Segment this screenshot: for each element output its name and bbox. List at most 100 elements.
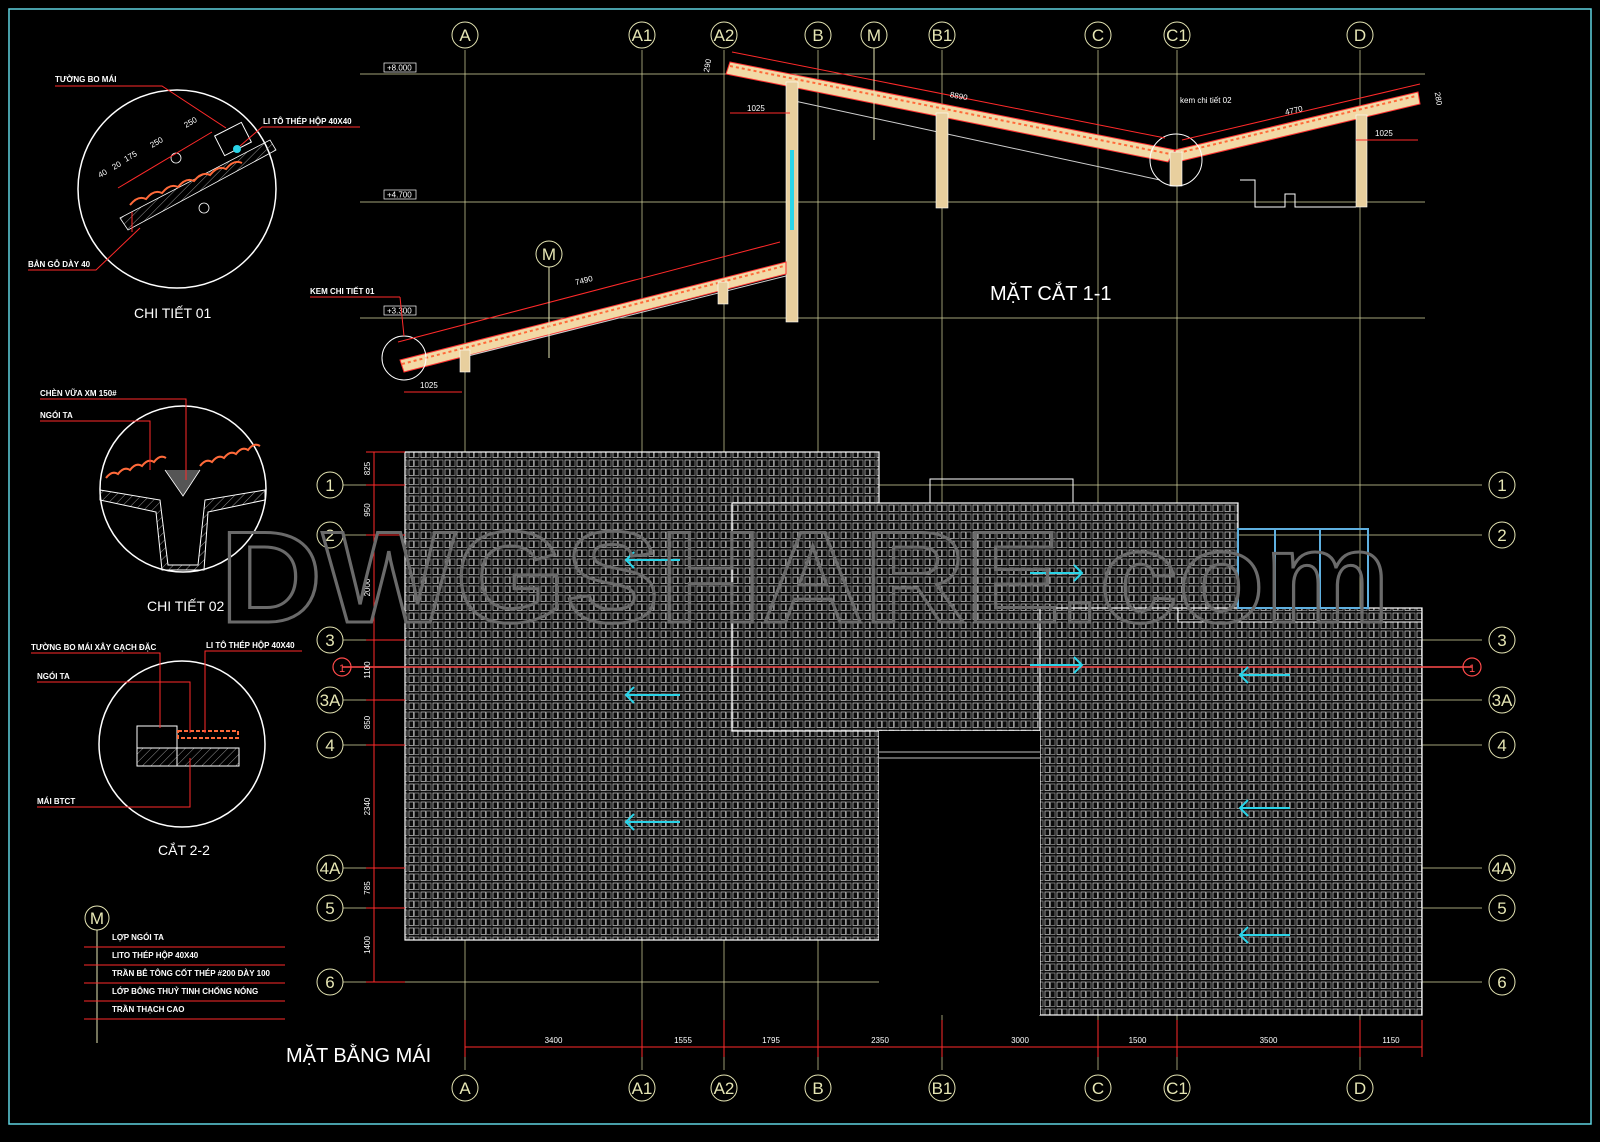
roof-underside-upper-left bbox=[789, 99, 1161, 181]
dim-line-7490 bbox=[397, 241, 781, 343]
grid-bubble-row-3-right bbox=[1488, 626, 1516, 654]
dim-x-label: 3400 bbox=[545, 1036, 563, 1045]
grid-label-b-bottom: B bbox=[812, 1079, 823, 1098]
legend-layer-1: LỢP NGÓI TA bbox=[112, 933, 164, 942]
slope-arrow-8 bbox=[1238, 926, 1290, 944]
detail-01-dim-250b: 250 bbox=[183, 115, 200, 130]
detail-01: 40 20 175 250 250 TƯỜNG BO MÁI LI TÔ THÉ… bbox=[28, 75, 360, 321]
cut22-slab bbox=[136, 747, 240, 767]
grid-label-row-4-right: 4 bbox=[1497, 736, 1506, 755]
grid-label-row-3a-right: 3A bbox=[1492, 691, 1513, 710]
dim-x-label: 1795 bbox=[762, 1036, 780, 1045]
grid-bubble-a-top bbox=[451, 21, 479, 49]
grid-bubble-b1-top bbox=[928, 21, 956, 49]
cut22-circle bbox=[98, 660, 266, 828]
grid-label-row-3a-left: 3A bbox=[320, 691, 341, 710]
marker-m-section-label: M bbox=[867, 26, 881, 45]
detail-01-slab bbox=[119, 139, 277, 231]
cut22-leader-tuong bbox=[31, 652, 161, 728]
detail-01-label-tuong: TƯỜNG BO MÁI bbox=[55, 75, 116, 84]
grid-label-b-top: B bbox=[812, 26, 823, 45]
detail-01-tag-2 bbox=[198, 202, 210, 214]
level-mid: +4.700 bbox=[387, 191, 412, 200]
dim-y-label: 785 bbox=[363, 881, 372, 895]
dim-1025-a: 1025 bbox=[747, 104, 765, 113]
grid-label-row-2-right: 2 bbox=[1497, 526, 1506, 545]
dim-4770: 4770 bbox=[1284, 104, 1304, 117]
dim-x-label: 3000 bbox=[1011, 1036, 1029, 1045]
dim-x-label: 3500 bbox=[1260, 1036, 1278, 1045]
dim-8890: 8890 bbox=[949, 90, 969, 102]
dim-1025-b: 1025 bbox=[1375, 129, 1393, 138]
grid-label-row-4-left: 4 bbox=[325, 736, 334, 755]
grid-label-row-2-left: 2 bbox=[325, 526, 334, 545]
grid-label-a2-bottom: A2 bbox=[714, 1079, 735, 1098]
dim-y-label: 950 bbox=[363, 503, 372, 517]
dim-y-label: 2340 bbox=[363, 797, 372, 815]
roof-tile-dashes-ur bbox=[1177, 95, 1417, 154]
slope-arrows bbox=[624, 551, 1290, 944]
grid-label-row-6-right: 6 bbox=[1497, 973, 1506, 992]
grid-label-row-1-right: 1 bbox=[1497, 476, 1506, 495]
cut22-leader-mai bbox=[37, 758, 191, 808]
detail-02-tiles-left bbox=[105, 455, 167, 479]
detail-01-label-lito: LI TÔ THÉP HỘP 40X40 bbox=[263, 117, 352, 126]
dim-7490: 7490 bbox=[574, 274, 594, 287]
dim-line-8890 bbox=[731, 51, 1166, 139]
grid-label-row-5-left: 5 bbox=[325, 899, 334, 918]
detail-01-dim-20: 20 bbox=[111, 159, 124, 172]
sheet-border bbox=[8, 8, 1592, 1125]
detail-01-leader-ban bbox=[28, 227, 141, 271]
label-kem-ct02: kem chi tiết 02 bbox=[1180, 96, 1232, 105]
grid-bubble-a2-top bbox=[710, 21, 738, 49]
cut-mark-left bbox=[332, 657, 352, 677]
detail-01-leader-lito bbox=[239, 126, 360, 147]
slope-arrow-5 bbox=[1030, 656, 1084, 674]
section-title: MẶT CẮT 1-1 bbox=[990, 281, 1112, 305]
level-tag-mid bbox=[383, 189, 417, 200]
grid-bubble-b-top bbox=[804, 21, 832, 49]
dim-y-label: 2000 bbox=[363, 578, 372, 596]
detail-02-leader-ngoi bbox=[40, 420, 151, 470]
grid-bubble-row-4a-right bbox=[1488, 854, 1516, 882]
detail-02-mortar bbox=[164, 469, 201, 497]
grid-label-row-5-right: 5 bbox=[1497, 899, 1506, 918]
column-a-low bbox=[459, 349, 471, 373]
legend-layer-5: TRẦN THẠCH CAO bbox=[112, 1004, 184, 1014]
grid-bubble-row-1-left bbox=[316, 471, 344, 499]
detail-02-leader-chen bbox=[40, 398, 187, 480]
grid-label-d-top: D bbox=[1354, 26, 1366, 45]
roof-block-right bbox=[1039, 607, 1423, 1016]
grid-label-row-6-left: 6 bbox=[325, 973, 334, 992]
grid-bubble-a2-bottom bbox=[710, 1074, 738, 1102]
slope-arrow-7 bbox=[1238, 799, 1290, 817]
grid-bubble-b-bottom bbox=[804, 1074, 832, 1102]
dim-y-label: 825 bbox=[363, 461, 372, 475]
detail-01-dim-1 bbox=[117, 131, 213, 189]
dim-280: 280 bbox=[1433, 91, 1444, 106]
detail-01-dim-175: 175 bbox=[123, 149, 140, 164]
detail-02-label-chen: CHÈN VỮA XM 150# bbox=[40, 389, 117, 398]
level-tag-top bbox=[383, 62, 417, 73]
dim-y-label: 1400 bbox=[363, 936, 372, 954]
detail-01-wall bbox=[213, 121, 253, 157]
cut22-leader-lito bbox=[204, 650, 302, 733]
roof-parapet-top bbox=[929, 478, 1074, 504]
grid-label-a1-top: A1 bbox=[632, 26, 653, 45]
dim-x-label: 1500 bbox=[1129, 1036, 1147, 1045]
grid-label-c1-top: C1 bbox=[1166, 26, 1188, 45]
detail-02-title: CHI TIẾT 02 bbox=[147, 598, 225, 614]
roof-slab-lower bbox=[399, 261, 787, 373]
cut22-label-ngoi: NGÓI TA bbox=[37, 672, 70, 681]
grid-bubble-row-1-right bbox=[1488, 471, 1516, 499]
cut22-label-lito: LI TÔ THÉP HỘP 40X40 bbox=[206, 641, 295, 650]
detail-01-leader-tuong bbox=[55, 85, 227, 129]
level-top: +8.000 bbox=[387, 64, 412, 73]
glass-frame bbox=[1237, 528, 1369, 609]
leader-kem-ct01-b bbox=[399, 296, 405, 337]
